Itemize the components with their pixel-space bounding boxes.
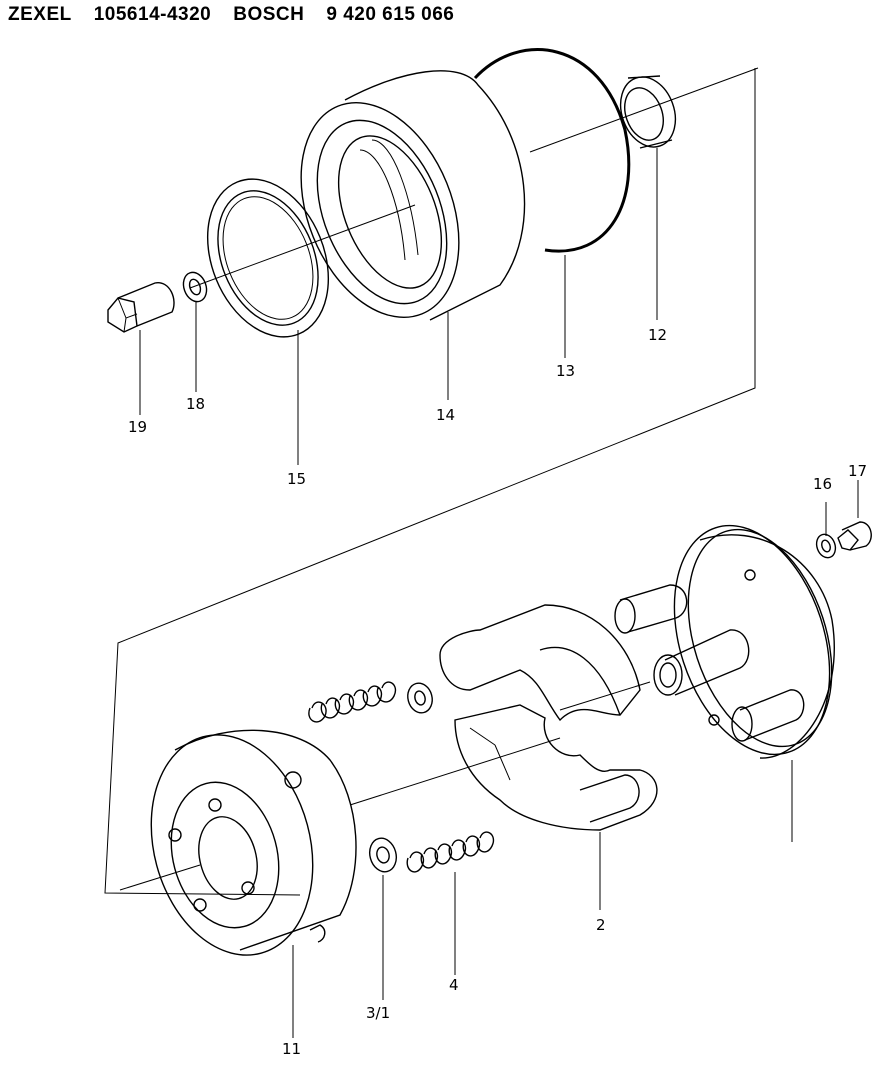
brand-zexel: ZEXEL (8, 4, 72, 25)
label-16: 16 (813, 475, 832, 493)
part-13-snap-ring (473, 48, 631, 253)
part-1-flange-plate (614, 524, 835, 759)
part-11-hub (150, 729, 357, 956)
part-12-bearing-ring (619, 75, 677, 149)
label-4: 4 (449, 976, 459, 994)
bosch-part-number: 9 420 615 066 (326, 4, 455, 25)
label-3-1: 3/1 (366, 1004, 390, 1022)
label-14: 14 (436, 406, 455, 424)
label-15: 15 (287, 470, 306, 488)
axis-line (529, 67, 759, 153)
part-14-housing-cylinder (300, 70, 526, 321)
drawing-header: ZEXEL 105614-4320 BOSCH 9 420 615 066 (8, 4, 476, 26)
assembly-boundary (104, 68, 756, 896)
axis-line (559, 681, 651, 711)
label-18: 18 (186, 395, 205, 413)
part-17-small-screw (837, 521, 872, 551)
label-19: 19 (128, 418, 147, 436)
part-18-washer (182, 271, 208, 303)
spring-upper (308, 681, 433, 723)
label-11: 11 (282, 1040, 301, 1058)
brand-bosch: BOSCH (233, 4, 305, 25)
part-15-seal-ring (206, 178, 330, 338)
label-2: 2 (596, 916, 606, 934)
zexel-part-number: 105614-4320 (93, 4, 212, 25)
part-4-spring (406, 831, 495, 873)
label-17: 17 (848, 462, 867, 480)
axis-line (349, 737, 561, 806)
label-12: 12 (648, 326, 667, 344)
part-2-flyweights (439, 604, 658, 831)
label-13: 13 (556, 362, 575, 380)
part-16-small-washer (815, 533, 837, 559)
axis-line (189, 204, 416, 289)
part-3-1-washer (368, 837, 398, 873)
part-19-plug-screw (107, 282, 175, 333)
leader-lines (139, 148, 859, 1038)
